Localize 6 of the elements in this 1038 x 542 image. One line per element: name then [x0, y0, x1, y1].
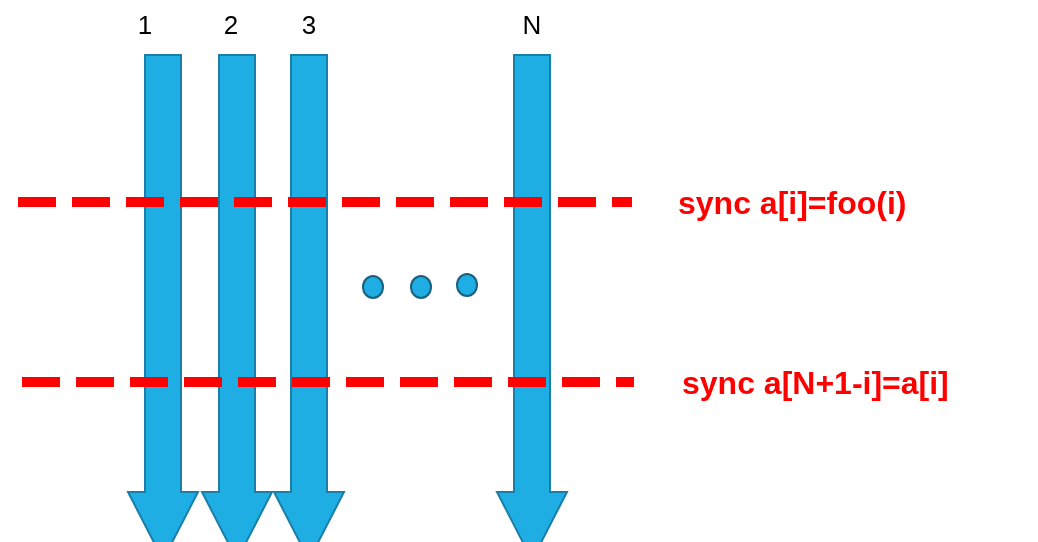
thread-number: 1 [137, 12, 153, 38]
sync-statement: sync a[N+1-i]=a[i] [682, 367, 949, 399]
thread-number: N [522, 12, 542, 38]
thread-number: 3 [301, 12, 317, 38]
thread-number: 2 [223, 12, 239, 38]
sync-statement: sync a[i]=foo(i) [678, 187, 907, 219]
